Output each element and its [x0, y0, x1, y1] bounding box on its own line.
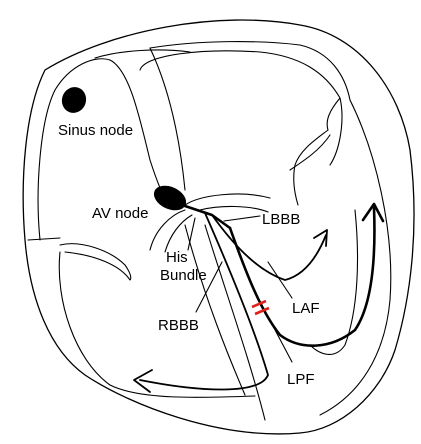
- label-his-bundle-line2: Bundle: [160, 267, 207, 284]
- av-node-marker: [153, 185, 187, 211]
- atrial-septum: [94, 49, 191, 59]
- label-lpf: LPF: [287, 371, 315, 388]
- leader-his-bundle: [187, 217, 196, 251]
- septum-left-edge: [204, 224, 266, 421]
- label-laf: LAF: [292, 300, 320, 317]
- upper-septum-line: [149, 47, 186, 191]
- right-ventricle-wall: [58, 251, 256, 398]
- outflow-leaflet-2: [199, 205, 269, 213]
- lpf-arrowhead: [361, 202, 385, 223]
- outflow-leaflet-4: [164, 214, 193, 253]
- label-lbbb: LBBB: [262, 211, 300, 228]
- mitral-chordae: [289, 134, 331, 171]
- left-atrium-inner: [139, 50, 341, 131]
- outflow-leaflet-1: [184, 193, 271, 206]
- left-posterior-fascicle-path: [228, 206, 376, 347]
- right-bundle-branch-path: [139, 212, 269, 391]
- rbbb-arrowhead: [133, 369, 153, 393]
- mitral-valve-left: [293, 129, 329, 206]
- label-his-bundle-line1: His: [166, 249, 188, 266]
- left-atrium-wall: [149, 41, 351, 101]
- leader-lbbb: [223, 215, 261, 222]
- label-rbbb: RBBB: [158, 317, 199, 334]
- block-marker: [251, 299, 270, 316]
- label-sinus-node: Sinus node: [58, 122, 133, 139]
- leader-laf: [267, 261, 293, 299]
- leader-rbbb: [195, 261, 223, 313]
- tricuspid-valve: [59, 243, 132, 281]
- heart-outer-wall: [22, 19, 415, 435]
- mitral-valve-right: [329, 97, 343, 166]
- septum-right-edge: [184, 224, 246, 396]
- label-av-node: AV node: [92, 205, 148, 222]
- outflow-leaflet-3: [149, 209, 186, 251]
- leader-lpf: [273, 327, 293, 363]
- left-ventricle-wall: [319, 99, 392, 416]
- sinus-node-marker: [61, 87, 87, 113]
- right-atrium-wall: [37, 58, 169, 241]
- laf-arrowhead: [313, 229, 328, 247]
- left-anterior-fascicle-path: [211, 214, 327, 281]
- right-atrium-floor: [27, 237, 61, 241]
